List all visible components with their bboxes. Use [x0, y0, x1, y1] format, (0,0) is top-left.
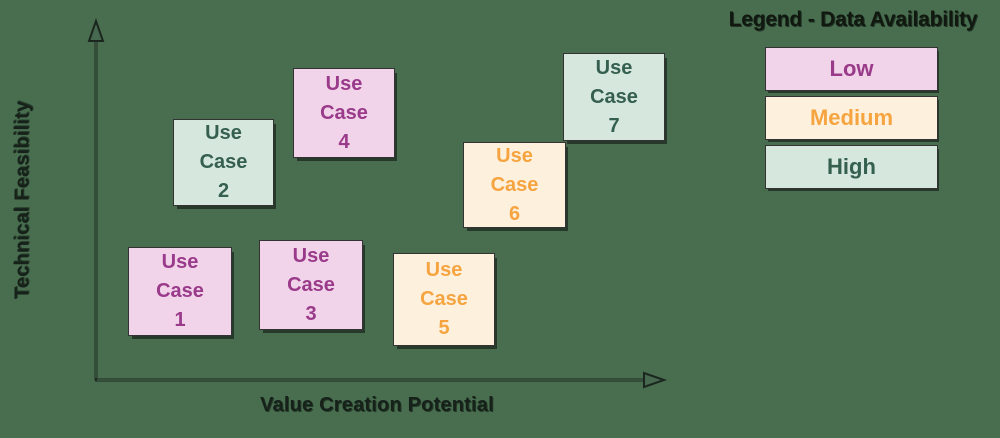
use-case-label: Use Case 2 — [199, 122, 248, 202]
use-case-box-6: Use Case 6 — [463, 142, 566, 228]
use-case-box-1: Use Case 1 — [128, 247, 232, 336]
use-case-box-7: Use Case 7 — [563, 53, 665, 141]
legend-item-label: High — [827, 154, 876, 179]
use-case-label: Use Case 1 — [156, 251, 204, 331]
x-axis-arrow-icon — [643, 371, 668, 389]
legend-title: Legend - Data Availability — [728, 8, 978, 31]
use-case-label: Use Case 5 — [420, 259, 468, 339]
use-case-label: Use Case 6 — [490, 144, 539, 225]
use-case-label: Use Case 4 — [320, 72, 368, 153]
use-case-box-3: Use Case 3 — [259, 240, 363, 330]
x-axis-label: Value Creation Potential — [260, 394, 494, 416]
legend-item-label: Low — [829, 56, 874, 81]
legend: Low Medium High — [765, 47, 938, 189]
use-case-box-5: Use Case 5 — [393, 253, 495, 346]
legend-item-medium: Medium — [765, 96, 938, 140]
legend-item-label: Medium — [809, 105, 894, 130]
use-case-box-2: Use Case 2 — [173, 119, 274, 206]
use-case-box-4: Use Case 4 — [293, 68, 395, 158]
use-case-label: Use Case 3 — [287, 244, 335, 325]
y-axis-arrow-icon — [87, 17, 105, 42]
use-case-label: Use Case 7 — [590, 56, 638, 137]
legend-item-high: High — [765, 145, 938, 189]
y-axis-label: Technical Feasibility — [11, 100, 34, 300]
legend-item-low: Low — [765, 47, 938, 91]
